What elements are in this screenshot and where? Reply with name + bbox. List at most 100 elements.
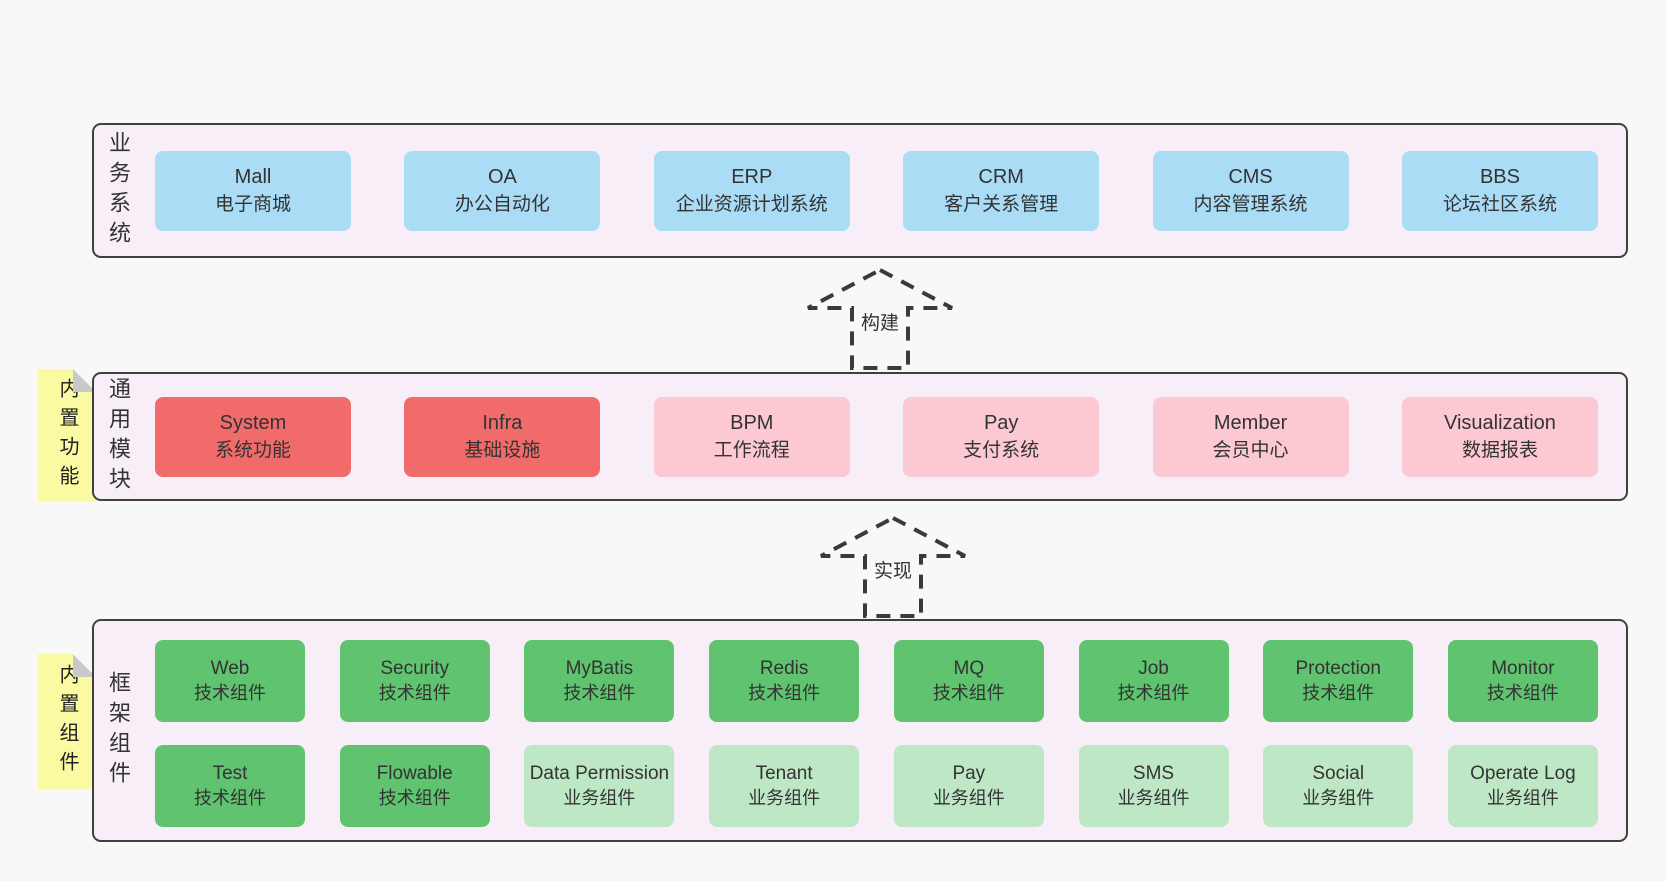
box-subtitle: 办公自动化 (454, 194, 550, 215)
panel-title-vertical: 通用模块 (106, 376, 131, 497)
box-title: Redis (759, 658, 809, 679)
box-test: Test 技术组件 (155, 745, 305, 827)
box-title: Job (1138, 658, 1169, 679)
box-pay: Pay 支付系统 (903, 396, 1100, 477)
panel-business-systems: 业务系统 Mall 电子商城 OA 办公自动化 ERP 企业资源计划系统 CRM… (92, 123, 1628, 258)
box-redis: Redis 技术组件 (709, 640, 860, 722)
box-monitor: Monitor 技术组件 (1447, 640, 1598, 722)
box-subtitle: 业务组件 (748, 788, 821, 808)
box-subtitle: 技术组件 (378, 683, 451, 703)
box-crm: CRM 客户关系管理 (903, 150, 1100, 231)
box-subtitle: 数据报表 (1461, 440, 1538, 461)
box-subtitle: 支付系统 (963, 440, 1040, 461)
box-sms: SMS 业务组件 (1078, 745, 1229, 827)
box-title: Pay (952, 763, 986, 784)
box-title: CRM (978, 166, 1024, 188)
box-pay-component: Pay 业务组件 (893, 745, 1044, 827)
sticky-tab-label: 内置功能 (56, 377, 78, 494)
sticky-tab-label: 内置组件 (56, 664, 78, 780)
panel-title-vertical: 框架组件 (106, 670, 131, 791)
box-mq: MQ 技术组件 (893, 640, 1044, 722)
box-subtitle: 技术组件 (563, 683, 636, 703)
box-title: CMS (1228, 166, 1273, 188)
box-title: Mall (234, 166, 272, 188)
box-mybatis: MyBatis 技术组件 (524, 640, 675, 722)
box-bpm: BPM 工作流程 (653, 396, 850, 477)
modules-box-row: System 系统功能 Infra 基础设施 BPM 工作流程 Pay 支付系统… (155, 374, 1598, 499)
box-title: Social (1312, 763, 1365, 784)
box-subtitle: 业务组件 (1302, 788, 1375, 808)
framework-box-rows: Web 技术组件 Security 技术组件 MyBatis 技术组件 Redi… (155, 640, 1598, 827)
box-title: Monitor (1491, 658, 1555, 679)
box-subtitle: 业务组件 (1486, 788, 1559, 808)
box-subtitle: 系统功能 (214, 440, 291, 461)
sticky-tab-builtin-components: 内置组件 (38, 654, 96, 790)
box-title: Tenant (755, 763, 813, 784)
box-subtitle: 技术组件 (1117, 683, 1190, 703)
box-tenant: Tenant 业务组件 (709, 745, 860, 827)
box-data-permission: Data Permission 业务组件 (524, 745, 675, 827)
arrow-build: 构建 (805, 266, 955, 372)
box-subtitle: 会员中心 (1212, 440, 1289, 461)
panel-common-modules: 通用模块 System 系统功能 Infra 基础设施 BPM 工作流程 Pay… (92, 372, 1628, 501)
box-subtitle: 技术组件 (1486, 683, 1559, 703)
box-title: MyBatis (565, 658, 634, 679)
box-subtitle: 论坛社区系统 (1442, 194, 1557, 215)
arrow-implement: 实现 (818, 514, 968, 620)
box-visualization: Visualization 数据报表 (1401, 396, 1598, 477)
box-system: System 系统功能 (155, 396, 351, 477)
box-title: System (219, 412, 287, 434)
box-title: Pay (983, 412, 1019, 434)
box-subtitle: 企业资源计划系统 (675, 194, 828, 215)
box-title: MQ (953, 658, 985, 679)
panel-framework-components: 框架组件 Web 技术组件 Security 技术组件 MyBatis 技术组件… (92, 619, 1628, 842)
box-subtitle: 技术组件 (1302, 683, 1375, 703)
arrow-label: 实现 (870, 556, 916, 583)
box-social: Social 业务组件 (1263, 745, 1414, 827)
box-subtitle: 电子商城 (214, 194, 291, 215)
box-title: Security (380, 658, 450, 679)
box-title: ERP (731, 166, 773, 188)
business-box-row: Mall 电子商城 OA 办公自动化 ERP 企业资源计划系统 CRM 客户关系… (155, 125, 1598, 256)
box-subtitle: 内容管理系统 (1193, 194, 1308, 215)
box-subtitle: 业务组件 (932, 788, 1005, 808)
framework-row-1: Web 技术组件 Security 技术组件 MyBatis 技术组件 Redi… (155, 640, 1598, 722)
box-job: Job 技术组件 (1078, 640, 1229, 722)
box-oa: OA 办公自动化 (404, 150, 601, 231)
box-title: Test (212, 763, 248, 784)
sticky-tab-builtin-features: 内置功能 (38, 369, 96, 502)
box-title: Infra (482, 412, 523, 434)
box-infra: Infra 基础设施 (404, 396, 601, 477)
box-title: Protection (1295, 658, 1381, 679)
box-title: SMS (1132, 763, 1175, 784)
box-security: Security 技术组件 (339, 640, 490, 722)
box-subtitle: 技术组件 (194, 788, 266, 808)
box-title: BPM (730, 412, 774, 434)
box-flowable: Flowable 技术组件 (339, 745, 490, 827)
box-title: Operate Log (1470, 763, 1576, 784)
box-title: Visualization (1443, 412, 1556, 434)
box-title: Member (1213, 412, 1288, 434)
box-subtitle: 基础设施 (464, 440, 541, 461)
box-cms: CMS 内容管理系统 (1152, 150, 1349, 231)
box-title: Flowable (376, 763, 453, 784)
box-subtitle: 业务组件 (563, 788, 636, 808)
box-title: Web (210, 658, 250, 679)
box-title: Data Permission (529, 763, 670, 784)
box-subtitle: 技术组件 (748, 683, 821, 703)
box-protection: Protection 技术组件 (1263, 640, 1414, 722)
box-title: OA (487, 166, 517, 188)
framework-row-2: Test 技术组件 Flowable 技术组件 Data Permission … (155, 745, 1598, 827)
box-member: Member 会员中心 (1152, 396, 1349, 477)
arrow-label: 构建 (857, 308, 903, 335)
box-web: Web 技术组件 (155, 640, 305, 722)
box-bbs: BBS 论坛社区系统 (1401, 150, 1598, 231)
box-subtitle: 工作流程 (713, 440, 790, 461)
box-subtitle: 业务组件 (1117, 788, 1190, 808)
panel-title-vertical: 业务系统 (106, 130, 131, 251)
box-subtitle: 客户关系管理 (944, 194, 1059, 215)
box-operate-log: Operate Log 业务组件 (1447, 745, 1598, 827)
box-subtitle: 技术组件 (194, 683, 266, 703)
box-erp: ERP 企业资源计划系统 (653, 150, 850, 231)
box-subtitle: 技术组件 (932, 683, 1005, 703)
